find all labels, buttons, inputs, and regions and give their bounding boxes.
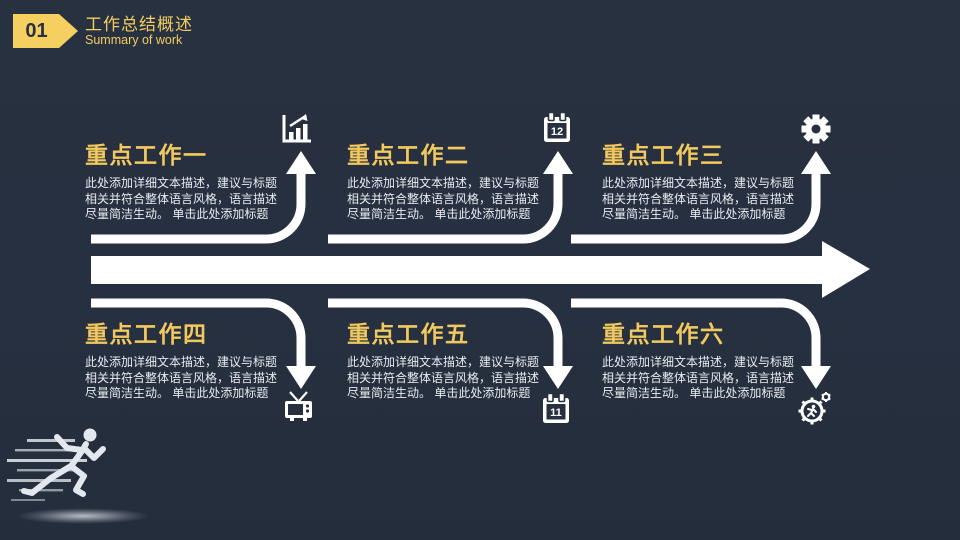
main-arrowhead (822, 241, 870, 298)
runner-shadow (17, 508, 149, 524)
section-block-1: 重点工作一 此处添加详细文本描述，建议与标题相关并符合整体语言风格，语言描述尽量… (85, 143, 290, 223)
section-number-badge: 01 (13, 14, 78, 48)
arrowhead-up-1 (286, 151, 316, 174)
branch-arrow-1 (91, 173, 306, 244)
section-title: 重点工作四 (85, 321, 208, 347)
badge-pentagon-shape (13, 14, 78, 48)
arrowhead-down-5 (543, 366, 573, 389)
tv-icon (285, 391, 312, 421)
calendar-icon: 12 (544, 112, 570, 142)
branch-arrow-5 (328, 298, 563, 367)
section-title: 重点工作二 (347, 142, 470, 168)
section-block-3: 重点工作三 此处添加详细文本描述，建议与标题相关并符合整体语言风格，语言描述尽量… (602, 143, 807, 223)
section-title: 重点工作三 (602, 142, 725, 168)
section-body: 此处添加详细文本描述，建议与标题相关并符合整体语言风格，语言描述尽量简洁生动。 … (602, 176, 795, 221)
section-block-4: 重点工作四 此处添加详细文本描述，建议与标题相关并符合整体语言风格，语言描述尽量… (85, 322, 290, 402)
page-subtitle: Summary of work (85, 33, 183, 47)
section-block-6: 重点工作六 此处添加详细文本描述，建议与标题相关并符合整体语言风格，语言描述尽量… (602, 322, 807, 402)
arrowhead-up-2 (543, 151, 573, 174)
running-man-silhouette (7, 428, 149, 524)
main-arrow-shaft (91, 256, 824, 284)
section-body: 此处添加详细文本描述，建议与标题相关并符合整体语言风格，语言描述尽量简洁生动。 … (85, 355, 278, 400)
section-number: 01 (25, 20, 48, 42)
gear-icon (801, 114, 831, 144)
section-block-2: 重点工作二 此处添加详细文本描述，建议与标题相关并符合整体语言风格，语言描述尽量… (347, 143, 552, 223)
arrowhead-down-4 (286, 366, 316, 389)
section-title: 重点工作一 (85, 142, 208, 168)
section-body: 此处添加详细文本描述，建议与标题相关并符合整体语言风格，语言描述尽量简洁生动。 … (347, 176, 540, 221)
branch-arrow-3 (571, 173, 821, 244)
page-title: 工作总结概述 (85, 15, 193, 34)
branch-arrow-2 (328, 173, 563, 244)
speed-lines (7, 439, 87, 501)
calendar-number: 12 (551, 126, 563, 138)
section-title: 重点工作六 (602, 321, 725, 347)
branch-arrow-4 (91, 298, 306, 367)
runner-figure (21, 428, 106, 497)
section-body: 此处添加详细文本描述，建议与标题相关并符合整体语言风格，语言描述尽量简洁生动。 … (85, 176, 278, 221)
section-body: 此处添加详细文本描述，建议与标题相关并符合整体语言风格，语言描述尽量简洁生动。 … (602, 355, 795, 400)
branch-arrow-6 (571, 298, 821, 367)
section-block-5: 重点工作五 此处添加详细文本描述，建议与标题相关并符合整体语言风格，语言描述尽量… (347, 322, 552, 402)
person-gear-icon (798, 392, 831, 425)
arrowhead-down-6 (801, 366, 831, 389)
calendar-icon: 11 (543, 393, 569, 423)
section-body: 此处添加详细文本描述，建议与标题相关并符合整体语言风格，语言描述尽量简洁生动。 … (347, 355, 540, 400)
bar-chart-growth-icon (282, 114, 311, 143)
arrowhead-up-3 (801, 151, 831, 174)
calendar-number: 11 (550, 407, 562, 419)
section-title: 重点工作五 (347, 321, 470, 347)
